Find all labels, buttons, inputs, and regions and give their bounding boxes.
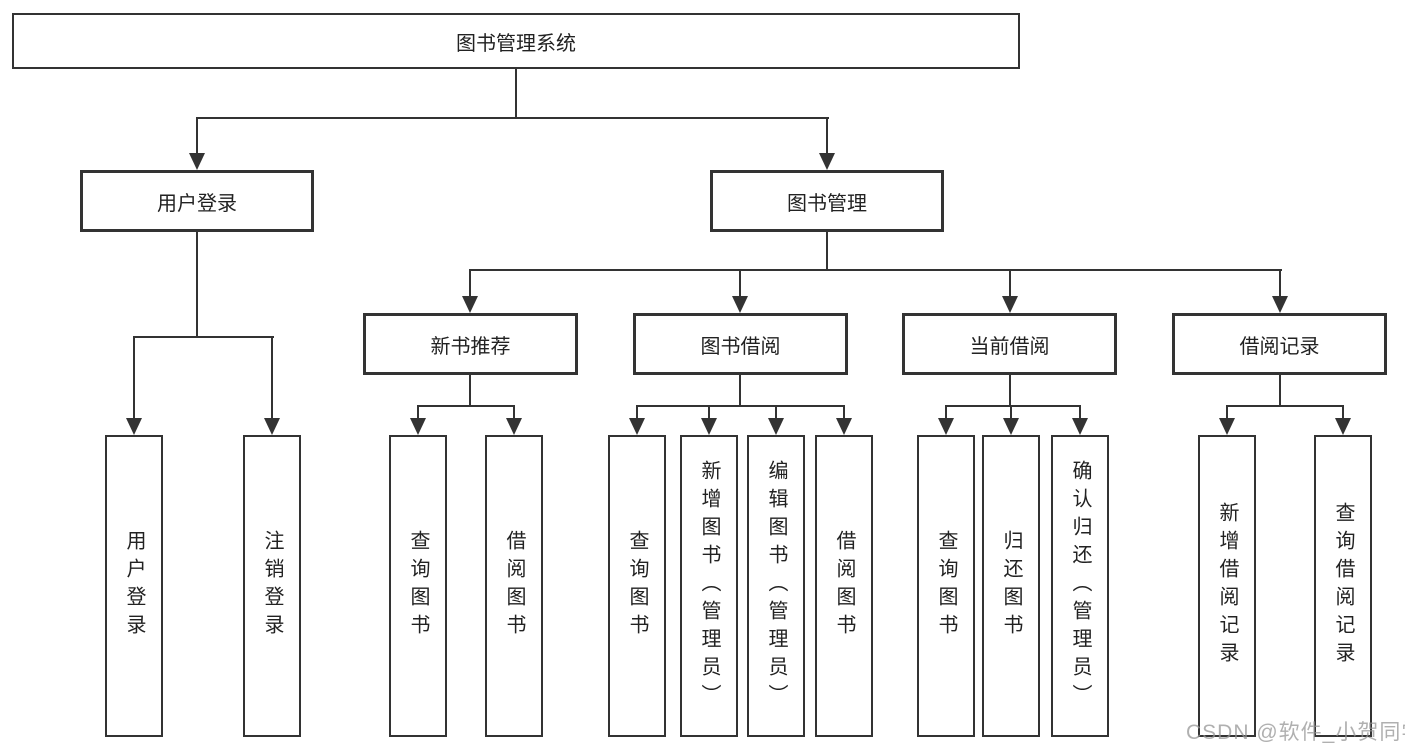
- leaf-label: 查询图书: [407, 530, 429, 642]
- connector-line: [133, 336, 274, 338]
- node-book-borrow: 图书借阅: [633, 313, 848, 375]
- node-leaf-add-borrow-record: 新增借阅记录: [1198, 435, 1256, 737]
- leaf-label: 借阅图书: [503, 530, 525, 642]
- leaf-label: 查询图书: [626, 530, 648, 642]
- node-leaf-query-books-borrow: 查询图书: [608, 435, 666, 737]
- leaf-label: 确认归还（管理员）: [1069, 460, 1091, 712]
- arrow-down-icon: [819, 153, 835, 170]
- connector-line: [636, 405, 845, 407]
- connector-line: [196, 117, 829, 119]
- connector-line: [513, 405, 515, 421]
- leaf-label: 编辑图书（管理员）: [765, 460, 787, 712]
- arrow-down-icon: [462, 296, 478, 313]
- node-user-login: 用户登录: [80, 170, 314, 232]
- arrow-down-icon: [1072, 418, 1088, 435]
- csdn-watermark: CSDN @软件_小贺同学: [1186, 721, 1405, 744]
- connector-line: [133, 336, 135, 421]
- leaf-label: 归还图书: [1000, 530, 1022, 642]
- connector-line: [1010, 405, 1012, 421]
- node-leaf-return-books: 归还图书: [982, 435, 1040, 737]
- connector-line: [1279, 269, 1281, 300]
- node-book-management: 图书管理: [710, 170, 944, 232]
- arrow-down-icon: [701, 418, 717, 435]
- connector-line: [739, 375, 741, 407]
- connector-line: [469, 269, 1282, 271]
- arrow-down-icon: [506, 418, 522, 435]
- arrow-down-icon: [629, 418, 645, 435]
- connector-line: [708, 405, 710, 421]
- arrow-down-icon: [1335, 418, 1351, 435]
- node-leaf-query-books-recommend: 查询图书: [389, 435, 447, 737]
- connector-line: [196, 232, 198, 337]
- node-borrow-records: 借阅记录: [1172, 313, 1387, 375]
- node-leaf-confirm-return-admin: 确认归还（管理员）: [1051, 435, 1109, 737]
- connector-line: [1009, 375, 1011, 407]
- connector-line: [515, 69, 517, 118]
- connector-line: [945, 405, 1081, 407]
- leaf-label: 借阅图书: [833, 530, 855, 642]
- leaf-label: 用户登录: [123, 530, 145, 642]
- connector-line: [826, 232, 828, 270]
- arrow-down-icon: [264, 418, 280, 435]
- connector-line: [739, 269, 741, 300]
- connector-line: [1079, 405, 1081, 421]
- leaf-label: 新增图书（管理员）: [698, 460, 720, 712]
- arrow-down-icon: [836, 418, 852, 435]
- connector-line: [636, 405, 638, 421]
- node-leaf-query-borrow-record: 查询借阅记录: [1314, 435, 1372, 737]
- node-new-book-recommend: 新书推荐: [363, 313, 578, 375]
- connector-line: [417, 405, 419, 421]
- arrow-down-icon: [1219, 418, 1235, 435]
- connector-line: [1226, 405, 1344, 407]
- arrow-down-icon: [1003, 418, 1019, 435]
- node-leaf-add-books-admin: 新增图书（管理员）: [680, 435, 738, 737]
- leaf-label: 查询借阅记录: [1332, 502, 1354, 670]
- node-leaf-logout: 注销登录: [243, 435, 301, 737]
- arrow-down-icon: [1002, 296, 1018, 313]
- node-leaf-borrow-books-recommend: 借阅图书: [485, 435, 543, 737]
- connector-line: [1226, 405, 1228, 421]
- node-root: 图书管理系统: [12, 13, 1020, 69]
- arrow-down-icon: [768, 418, 784, 435]
- node-leaf-edit-books-admin: 编辑图书（管理员）: [747, 435, 805, 737]
- arrow-down-icon: [126, 418, 142, 435]
- connector-line: [1279, 375, 1281, 407]
- arrow-down-icon: [938, 418, 954, 435]
- connector-line: [271, 336, 273, 421]
- connector-line: [417, 405, 515, 407]
- node-leaf-query-books-current: 查询图书: [917, 435, 975, 737]
- leaf-label: 新增借阅记录: [1216, 502, 1238, 670]
- node-leaf-borrow-books: 借阅图书: [815, 435, 873, 737]
- connector-line: [843, 405, 845, 421]
- connector-line: [826, 117, 828, 156]
- arrow-down-icon: [1272, 296, 1288, 313]
- connector-line: [469, 269, 471, 300]
- arrow-down-icon: [732, 296, 748, 313]
- connector-line: [469, 375, 471, 407]
- node-current-borrow: 当前借阅: [902, 313, 1117, 375]
- arrow-down-icon: [189, 153, 205, 170]
- connector-line: [945, 405, 947, 421]
- connector-line: [1009, 269, 1011, 300]
- node-leaf-user-login: 用户登录: [105, 435, 163, 737]
- arrow-down-icon: [410, 418, 426, 435]
- connector-line: [196, 117, 198, 156]
- leaf-label: 查询图书: [935, 530, 957, 642]
- connector-line: [775, 405, 777, 421]
- connector-line: [1342, 405, 1344, 421]
- leaf-label: 注销登录: [261, 530, 283, 642]
